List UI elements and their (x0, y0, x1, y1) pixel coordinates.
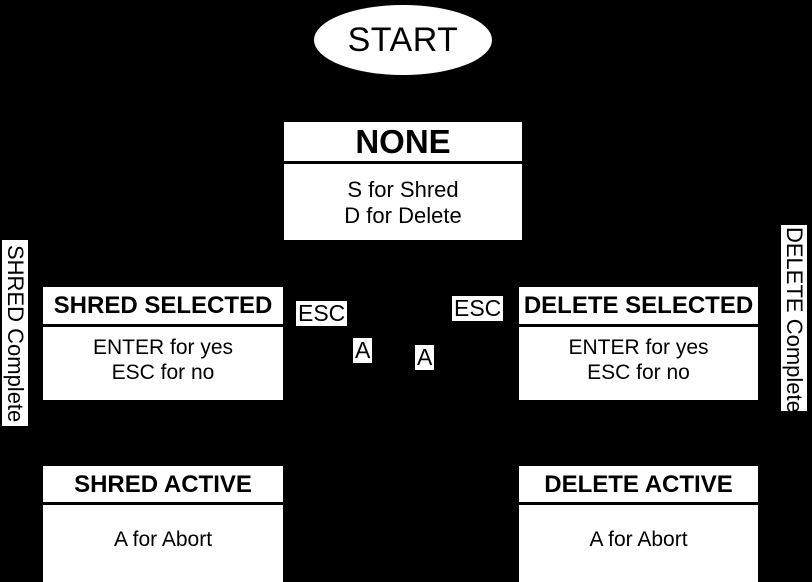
state-title-shred-selected: SHRED SELECTED (43, 287, 283, 327)
state-body-none: S for Shred D for Delete (284, 164, 522, 229)
edge-label-shred-complete: SHRED Complete (2, 240, 28, 426)
state-body-line: ESC for no (111, 360, 215, 384)
state-body-delete-selected: ENTER for yes ESC for no (519, 327, 758, 386)
start-node[interactable]: START (314, 5, 492, 75)
start-node-label: START (347, 21, 459, 59)
state-body-line: D for Delete (344, 202, 462, 228)
state-body-shred-active: A for Abort (43, 505, 283, 553)
state-body-line: ENTER for yes (568, 336, 709, 359)
state-node-none[interactable]: NONE S for Shred D for Delete (284, 122, 522, 240)
state-title-none: NONE (284, 122, 522, 164)
edge-label-delete-complete: DELETE Complete (781, 225, 807, 413)
state-body-line: ENTER for yes (92, 336, 234, 359)
edge-label-abort-left: A (353, 337, 373, 363)
state-body-line: ESC for no (587, 360, 690, 384)
edge-label-esc-right: ESC (452, 295, 504, 321)
state-node-shred-selected[interactable]: SHRED SELECTED ENTER for yes ESC for no (43, 287, 283, 400)
state-body-shred-selected: ENTER for yes ESC for no (43, 327, 283, 386)
state-title-shred-active: SHRED ACTIVE (43, 466, 283, 505)
state-body-delete-active: A for Abort (519, 505, 758, 553)
state-node-shred-active[interactable]: SHRED ACTIVE A for Abort (43, 466, 283, 582)
state-title-delete-active: DELETE ACTIVE (519, 466, 758, 505)
edge-label-abort-right: A (415, 344, 435, 370)
state-body-line: A for Abort (589, 528, 688, 551)
state-node-delete-selected[interactable]: DELETE SELECTED ENTER for yes ESC for no (519, 287, 758, 400)
edge-label-esc-left: ESC (296, 300, 348, 326)
state-title-delete-selected: DELETE SELECTED (519, 287, 758, 327)
state-body-line: S for Shred (347, 177, 459, 202)
state-node-delete-active[interactable]: DELETE ACTIVE A for Abort (519, 466, 758, 582)
state-body-line: A for Abort (113, 528, 213, 551)
